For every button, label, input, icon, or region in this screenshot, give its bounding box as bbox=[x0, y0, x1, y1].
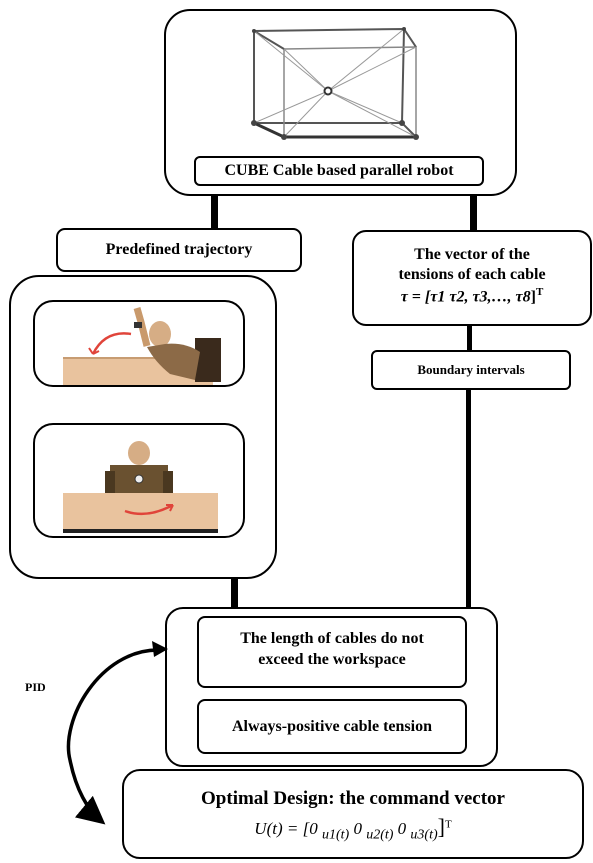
optimal-formula-lhs: U(t) = [0 bbox=[254, 819, 318, 838]
optimal-design-box: Optimal Design: the command vector U(t) … bbox=[122, 769, 584, 859]
connector-left-bottom bbox=[231, 578, 238, 608]
person-arm-raise-illustration bbox=[63, 307, 221, 385]
optimal-formula-u3: u3(t) bbox=[410, 827, 438, 843]
optimal-formula-zero1: 0 bbox=[353, 819, 362, 838]
person-table-illustration bbox=[63, 441, 218, 533]
robot-title: CUBE Cable based parallel robot bbox=[194, 156, 484, 186]
trajectory-image-bottom bbox=[33, 423, 245, 538]
pid-label: PID bbox=[25, 680, 46, 694]
tension-formula: τ = [τ1 τ2, τ3,…, τ8]T bbox=[354, 286, 590, 306]
tension-formula-sup: T bbox=[535, 286, 544, 298]
workspace-line1: The length of cables do not bbox=[240, 630, 424, 647]
optimal-formula-sup: T bbox=[444, 818, 452, 831]
tension-formula-prefix: τ = [ bbox=[400, 288, 431, 306]
positive-tension-box: Always-positive cable tension bbox=[197, 699, 467, 754]
optimal-formula-close: ] bbox=[437, 814, 445, 839]
positive-tension-label: Always-positive cable tension bbox=[232, 717, 432, 735]
optimal-formula-u1: u1(t) bbox=[321, 827, 350, 843]
robot-cube-illustration bbox=[251, 27, 419, 140]
boundary-box: Boundary intervals bbox=[371, 350, 571, 390]
connector-left-top bbox=[211, 196, 218, 236]
tension-line2: tensions of each cable bbox=[398, 266, 546, 283]
connector-right-long bbox=[466, 388, 471, 608]
workspace-constraint-box: The length of cables do not exceed the w… bbox=[197, 616, 467, 688]
tension-line1: The vector of the bbox=[414, 246, 530, 263]
trajectory-label: Predefined trajectory bbox=[105, 241, 253, 258]
optimal-title: Optimal Design: the command vector bbox=[201, 788, 505, 809]
connector-right-top bbox=[470, 196, 477, 254]
optimal-formula-zero2: 0 bbox=[397, 819, 407, 838]
optimal-formula-u2: u2(t) bbox=[366, 827, 394, 843]
boundary-label: Boundary intervals bbox=[417, 362, 525, 377]
tension-vector-box: The vector of the tensions of each cable… bbox=[352, 230, 592, 326]
trajectory-image-top bbox=[33, 300, 245, 387]
robot-title-text: CUBE Cable based parallel robot bbox=[224, 162, 454, 179]
trajectory-box: Predefined trajectory bbox=[56, 228, 302, 272]
workspace-line2: exceed the workspace bbox=[258, 651, 406, 668]
tension-formula-terms: τ1 τ2, τ3,…, τ8 bbox=[430, 288, 531, 306]
tension-formula-suffix: ] bbox=[530, 288, 536, 306]
optimal-formula: U(t) = [0 u1(t) 0 u2(t) 0 u3(t)]T bbox=[124, 814, 582, 843]
connector-right-mid bbox=[467, 324, 472, 352]
